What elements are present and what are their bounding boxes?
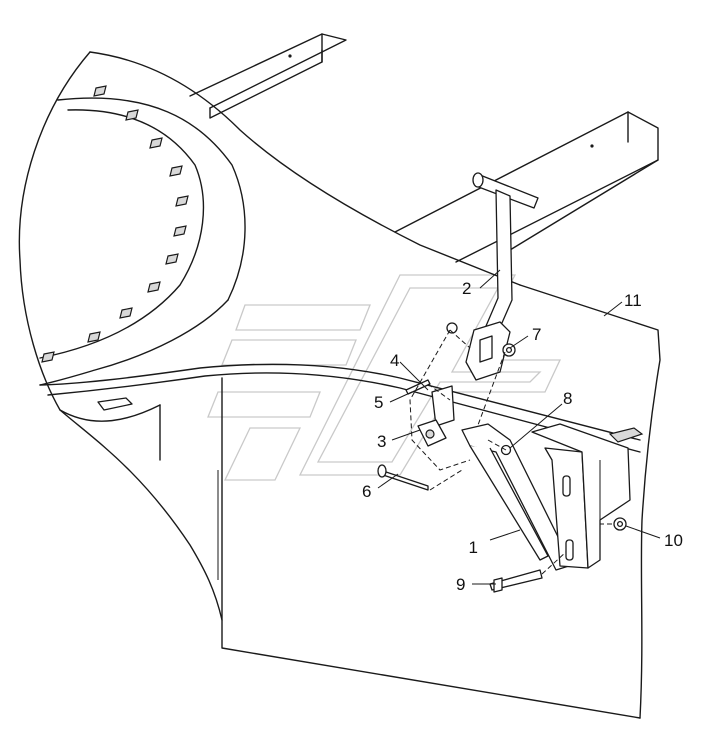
callout-11: 11 [624, 291, 642, 310]
frame-rail-upper [189, 33, 347, 119]
callout-labels: 1 2 3 4 5 6 7 8 9 10 11 [362, 279, 683, 594]
callout-10: 10 [664, 531, 683, 550]
callout-4: 4 [390, 351, 399, 370]
cab-side-panel [217, 284, 661, 719]
callout-5: 5 [374, 393, 383, 412]
callout-9: 9 [456, 575, 465, 594]
fasteners [377, 379, 627, 593]
callout-7: 7 [532, 325, 541, 344]
callout-leaders [377, 269, 661, 585]
assembly-dashed-lines [409, 329, 612, 575]
frame-rail-lower [394, 111, 659, 263]
callout-6: 6 [362, 482, 371, 501]
callout-3: 3 [377, 432, 386, 451]
callout-2: 2 [462, 279, 471, 298]
fender-panel [18, 51, 641, 621]
mounting-bracket [461, 423, 644, 571]
callout-1: 1 [469, 538, 478, 557]
callout-8: 8 [563, 389, 572, 408]
fender-bolt-holes [41, 85, 189, 411]
